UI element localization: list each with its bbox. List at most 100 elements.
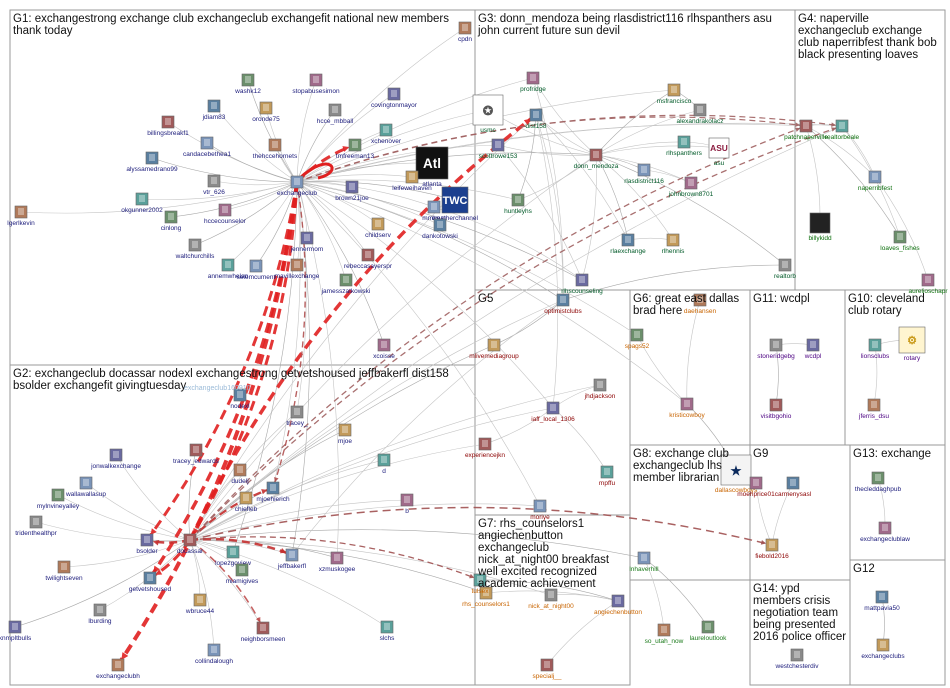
node-childserv[interactable]: childserv	[365, 217, 392, 239]
node-mpffu[interactable]: mpffu	[599, 465, 616, 487]
node-realtorbeale[interactable]: realtorbeale	[825, 119, 860, 141]
node-lopezgoview[interactable]: lopezgoview	[215, 545, 251, 567]
node-lburding[interactable]: lburding	[88, 603, 112, 625]
node-tulsex[interactable]: tulsex	[472, 573, 490, 595]
node-dankotowski[interactable]: dankotowski	[422, 218, 458, 240]
node-b[interactable]: b	[400, 493, 414, 515]
node-usmc[interactable]: ✪usmc	[472, 94, 504, 134]
node-tracey-[interactable]: tracey_	[286, 405, 308, 427]
node-cpdn[interactable]: cpdn	[458, 21, 472, 43]
node-exchangeclub[interactable]: exchangeclub	[277, 175, 317, 197]
node-naperribfest[interactable]: naperribfest	[858, 170, 893, 192]
node-profridge[interactable]: profridge	[520, 71, 546, 93]
node-laureloutlook[interactable]: laureloutlook	[690, 620, 728, 642]
node-rotary[interactable]: ⚙rotary	[898, 326, 926, 362]
node-leifeweihaven[interactable]: leifeweihaven	[392, 170, 432, 192]
node-rlasdistrict116[interactable]: rlasdistrict116	[624, 163, 664, 185]
node-moehprice01[interactable]: moehprice01	[737, 476, 775, 498]
node-jhdjackson[interactable]: jhdjackson	[584, 378, 616, 400]
node-slchs[interactable]: slchs	[380, 620, 396, 642]
node-mavillexchange[interactable]: mavillexchange	[275, 258, 320, 280]
node-stopabusesimon[interactable]: stopabusesimon	[292, 73, 340, 95]
node-experiencejkn[interactable]: experiencejkn	[465, 437, 505, 459]
node-mmkrup[interactable]: mmkrup	[422, 200, 446, 222]
node-so-utah-now[interactable]: so_utah_now	[645, 623, 684, 645]
node-bsolder[interactable]: bsolder	[136, 533, 158, 555]
node-scottrowe153[interactable]: scottrowe153	[479, 138, 518, 160]
node-jferris-dsu[interactable]: jferris_dsu	[858, 398, 889, 420]
node-hcce-mbball[interactable]: hcce_mbball	[317, 103, 354, 125]
node-lnhaverhill[interactable]: lnhaverhill	[629, 551, 659, 573]
node-getvetshoused[interactable]: getvetshoused	[129, 571, 172, 593]
node-thecleddaghpub[interactable]: thecleddaghpub	[855, 471, 902, 493]
node-fiebold2016[interactable]: fiebold2016	[755, 538, 789, 560]
node-lionsclubs[interactable]: lionsclubs	[861, 338, 890, 360]
node-xcoisse[interactable]: xcoisse	[373, 338, 395, 360]
node-carmenysasl[interactable]: carmenysasl	[775, 476, 812, 498]
node-annemwhelan[interactable]: annemwhelan	[208, 258, 249, 280]
node-mjoe[interactable]: mjoe	[338, 423, 352, 445]
node-realtorb[interactable]: realtorb	[774, 258, 796, 280]
node-dallascowboys[interactable]: ★dallascowboys	[715, 454, 758, 494]
node-collindalough[interactable]: collindalough	[195, 643, 233, 665]
node-d[interactable]: d	[377, 453, 391, 475]
node-rlhscounseling[interactable]: rlhscounseling	[561, 273, 603, 295]
node-billingsbreakf1[interactable]: billingsbreakf1	[147, 115, 189, 137]
node-mattpavia50[interactable]: mattpavia50	[864, 590, 900, 612]
node-specialj--[interactable]: specialj__	[533, 658, 562, 680]
node-dist158[interactable]: dist158	[526, 108, 547, 130]
node-wallawallasup[interactable]: wallawallasup	[65, 476, 106, 498]
node-exchangeclublaw[interactable]: exchangeclublaw	[860, 521, 910, 543]
node-hccecounselor[interactable]: hccecounselor	[204, 203, 247, 225]
node-miamigives[interactable]: miamigives	[226, 563, 259, 585]
node-johnbrown8701[interactable]: johnbrown8701	[668, 176, 714, 198]
node-visitbgohio[interactable]: visitbgohio	[761, 398, 792, 420]
node-neighborsmeen[interactable]: neighborsmeen	[241, 621, 286, 643]
node-spags52[interactable]: spags52	[625, 328, 650, 350]
node-exchangeclubh[interactable]: exchangeclubh	[96, 658, 140, 680]
node-alexandrakolacz[interactable]: alexandrakolacz	[677, 103, 724, 125]
node-selemcument[interactable]: selemcument	[237, 259, 276, 281]
node-chiefleb[interactable]: chiefleb	[235, 491, 258, 513]
node-tracey-edwards[interactable]: tracey_edwards	[173, 443, 220, 465]
node-iaff-local-1306[interactable]: iaff_local_1306	[531, 401, 575, 423]
node-billykidd[interactable]: billykidd	[808, 212, 832, 242]
node-optimistclubs[interactable]: optimistclubs	[544, 293, 583, 315]
node-xchenover[interactable]: xchenover	[371, 123, 402, 145]
node-rlhspanthers[interactable]: rlhspanthers	[666, 135, 703, 157]
node-thehccehornets[interactable]: thehccehornets	[253, 138, 298, 160]
node-dudelj[interactable]: dudelj	[231, 463, 249, 485]
node-okgunner2002[interactable]: okgunner2002	[121, 192, 163, 214]
node-knmpltbulls[interactable]: knmpltbulls	[0, 620, 32, 642]
node-washk12[interactable]: washk12	[234, 73, 261, 95]
node-jamesszatkowski[interactable]: jamesszatkowski	[321, 273, 371, 295]
node-patchnaperville[interactable]: patchnaperville	[784, 119, 828, 141]
node-wcdpl[interactable]: wcdpl	[804, 338, 822, 360]
node-brown21joe[interactable]: brown21joe	[335, 180, 369, 202]
node-rebeccasayerspr[interactable]: rebeccasayerspr	[344, 248, 393, 270]
node-stoneridgebg[interactable]: stoneridgebg	[757, 338, 795, 360]
node-moriye[interactable]: moriye	[530, 499, 550, 521]
node-tridenthealthpr[interactable]: tridenthealthpr	[15, 515, 58, 537]
node-lgerlkevin[interactable]: lgerlkevin	[7, 205, 35, 227]
node-nodexl[interactable]: nodexl	[230, 388, 250, 410]
node-vtr-626[interactable]: vtr_626	[203, 174, 225, 196]
node-msfrancisco[interactable]: msfrancisco	[657, 83, 692, 105]
node-rlhennis[interactable]: rlhennis	[662, 233, 686, 255]
node-nick-at-night00[interactable]: nick_at_night00	[528, 588, 574, 610]
node-alyssamedrano99[interactable]: alyssamedrano99	[126, 151, 178, 173]
node-jeffbakerfl[interactable]: jeffbakerfl	[277, 548, 307, 570]
node-mlivemediagroup[interactable]: mlivemediagroup	[469, 338, 519, 360]
node-donn-mendoza[interactable]: donn_mendoza	[574, 148, 619, 170]
node-twilightseven[interactable]: twilightseven	[45, 560, 83, 582]
node-loaves-fishes[interactable]: loaves_fishes	[880, 230, 920, 252]
node-mjoehierich[interactable]: mjoehierich	[256, 481, 290, 503]
node-rlaexchange[interactable]: rlaexchange	[610, 233, 646, 255]
node-westchesterdiv[interactable]: westchesterdiv	[775, 648, 820, 670]
node-exchangeclubs[interactable]: exchangeclubs	[861, 638, 905, 660]
node-covingtonmayor[interactable]: covingtonmayor	[371, 87, 418, 109]
node-kristicowboy[interactable]: kristicowboy	[669, 397, 705, 419]
